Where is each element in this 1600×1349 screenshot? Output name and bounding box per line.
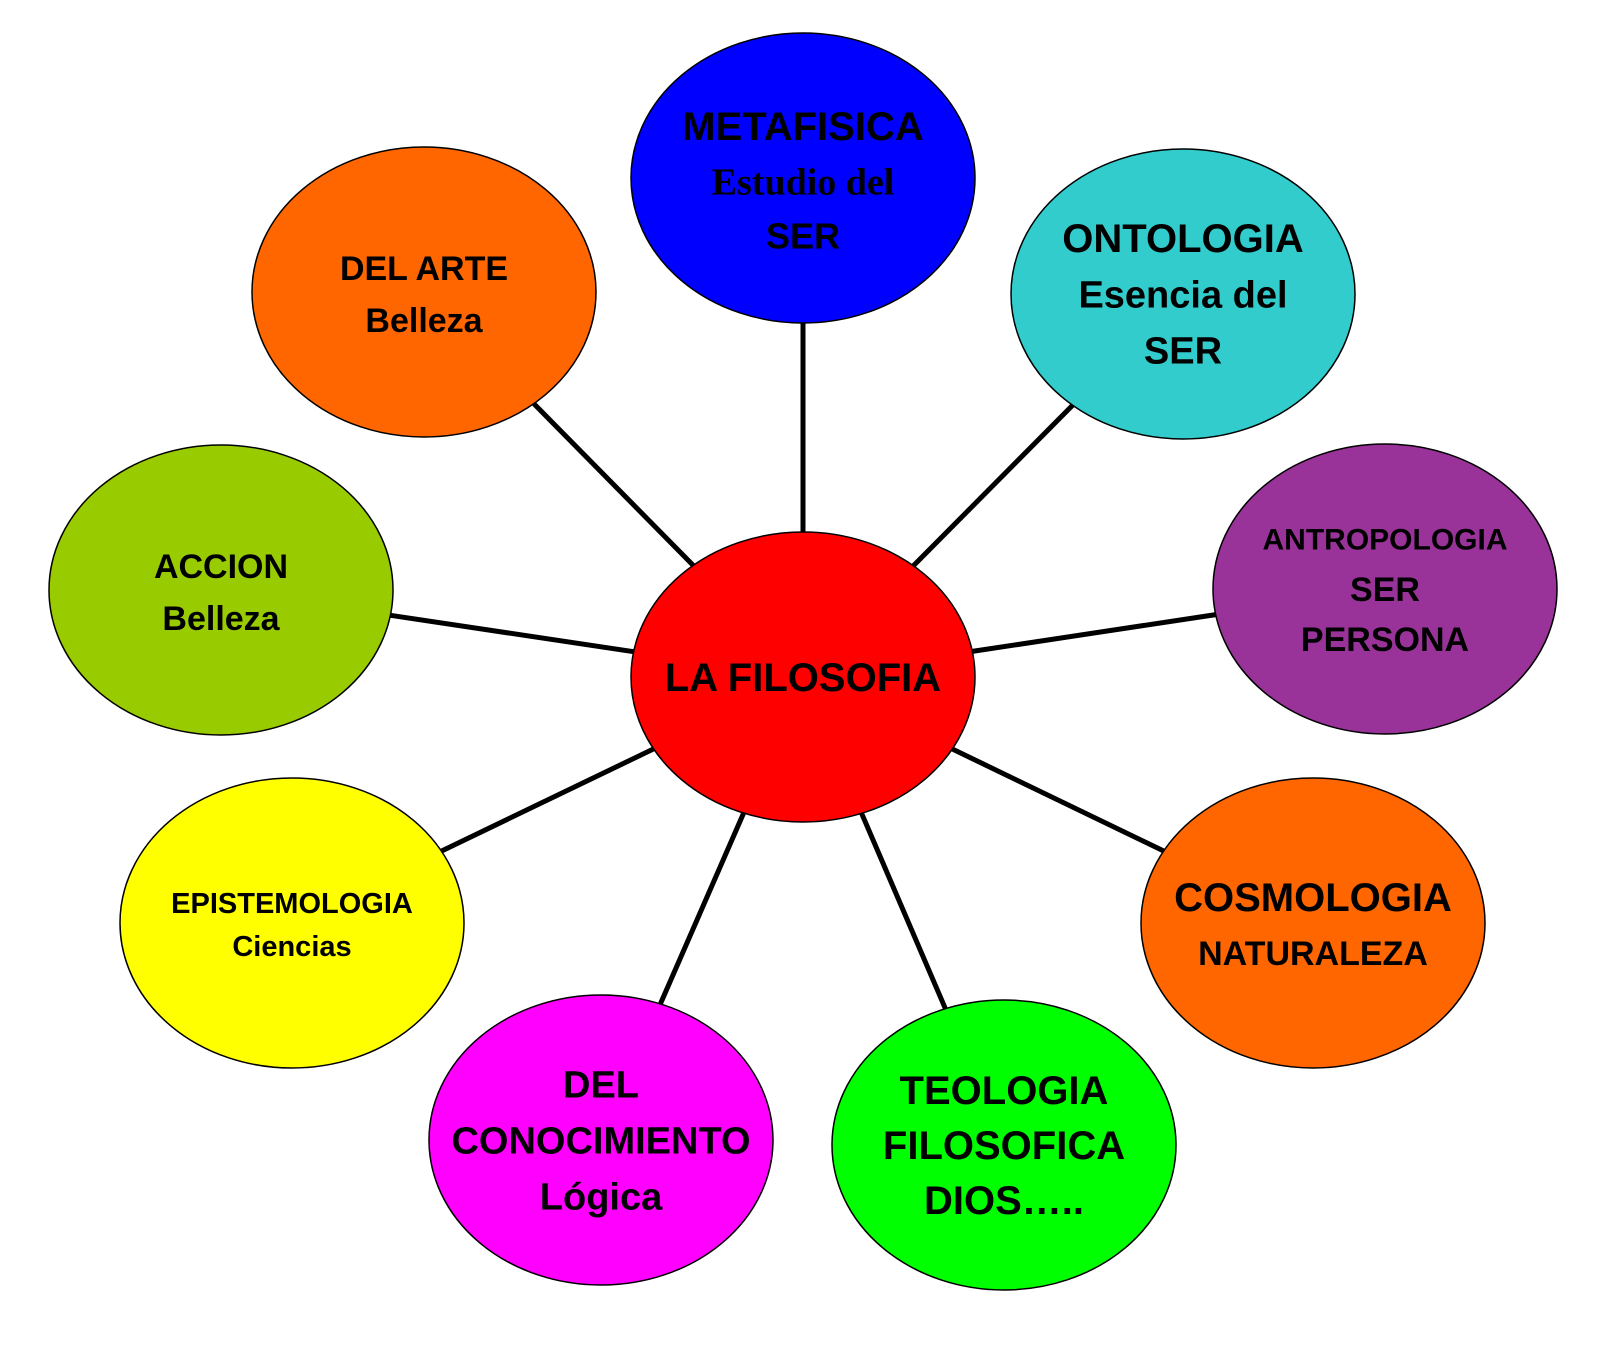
branch-node-ontologia-bubble bbox=[1010, 148, 1356, 440]
branch-node-metafisica-bubble bbox=[630, 32, 976, 324]
branch-node-antropologia-label-line-2: SER bbox=[1350, 571, 1420, 609]
branch-node-cosmologia-label-line-2: NATURALEZA bbox=[1198, 935, 1428, 973]
branch-node-accion-label-line-1: ACCION bbox=[154, 548, 288, 586]
branch-node-del-conocimiento-bubble bbox=[428, 994, 774, 1286]
branch-node-cosmologia: COSMOLOGIA NATURALEZA bbox=[1140, 777, 1486, 1069]
branch-node-accion: ACCION Belleza bbox=[48, 444, 394, 736]
branch-node-teologia-label-line-3: DIOS….. bbox=[924, 1179, 1084, 1223]
branch-node-accion-label-line-2: Belleza bbox=[162, 600, 280, 638]
connector-del-conocimiento bbox=[658, 812, 746, 1005]
connector-antropologia bbox=[971, 612, 1217, 654]
connector-epistemologia bbox=[440, 746, 655, 854]
connector-ontologia bbox=[911, 403, 1075, 568]
branch-node-epistemologia: EPISTEMOLOGIA Ciencias bbox=[119, 777, 465, 1069]
connector-cosmologia bbox=[951, 746, 1165, 854]
branch-node-epistemologia-bubble bbox=[119, 777, 465, 1069]
connectors bbox=[390, 323, 1217, 1010]
branch-node-del-arte-label-line-2: Belleza bbox=[365, 302, 483, 340]
branch-node-cosmologia-label-line-1: COSMOLOGIA bbox=[1174, 876, 1452, 920]
connector-del-arte bbox=[532, 401, 695, 568]
branch-node-epistemologia-label-line-2: Ciencias bbox=[232, 931, 351, 963]
branch-node-antropologia: ANTROPOLOGIA SER PERSONA bbox=[1212, 443, 1558, 735]
branch-node-del-arte: DEL ARTE Belleza bbox=[251, 146, 597, 438]
branch-node-metafisica-label-line-1: METAFISICA bbox=[682, 105, 923, 149]
center-node: LA FILOSOFIA bbox=[630, 531, 976, 823]
branch-node-epistemologia-label-line-1: EPISTEMOLOGIA bbox=[171, 888, 413, 920]
branch-node-del-conocimiento-label-line-2: CONOCIMIENTO bbox=[451, 1120, 750, 1162]
connector-teologia bbox=[859, 812, 948, 1010]
branch-node-ontologia-label-line-3: SER bbox=[1144, 330, 1222, 372]
branch-node-del-arte-bubble bbox=[251, 146, 597, 438]
branch-node-ontologia-label-line-1: ONTOLOGIA bbox=[1062, 217, 1303, 261]
center-node-label-line-1: LA FILOSOFIA bbox=[665, 656, 941, 700]
branch-node-teologia-label-line-1: TEOLOGIA bbox=[900, 1069, 1109, 1113]
center-node-bubble bbox=[630, 531, 976, 823]
branch-node-ontologia-label-line-2: Esencia del bbox=[1078, 274, 1287, 316]
branch-node-teologia: TEOLOGIA FILOSOFICA DIOS….. bbox=[831, 999, 1177, 1291]
branch-node-antropologia-label-line-1: ANTROPOLOGIA bbox=[1263, 524, 1508, 557]
branch-node-antropologia-label-line-3: PERSONA bbox=[1301, 621, 1469, 659]
branch-node-del-conocimiento-label-line-1: DEL bbox=[563, 1064, 639, 1106]
branch-node-metafisica-label-line-2: Estudio del bbox=[712, 161, 895, 203]
branch-node-antropologia-bubble bbox=[1212, 443, 1558, 735]
branch-node-accion-bubble bbox=[48, 444, 394, 736]
branch-node-del-conocimiento: DEL CONOCIMIENTO Lógica bbox=[428, 994, 774, 1286]
branch-node-teologia-label-line-2: FILOSOFICA bbox=[883, 1124, 1125, 1168]
branch-node-cosmologia-bubble bbox=[1140, 777, 1486, 1069]
branch-node-metafisica-label-line-3: SER bbox=[766, 216, 840, 257]
branch-node-del-arte-label-line-1: DEL ARTE bbox=[340, 250, 508, 288]
branch-node-teologia-bubble bbox=[831, 999, 1177, 1291]
branch-node-del-conocimiento-label-line-3: Lógica bbox=[540, 1176, 663, 1218]
connector-accion bbox=[390, 612, 634, 655]
